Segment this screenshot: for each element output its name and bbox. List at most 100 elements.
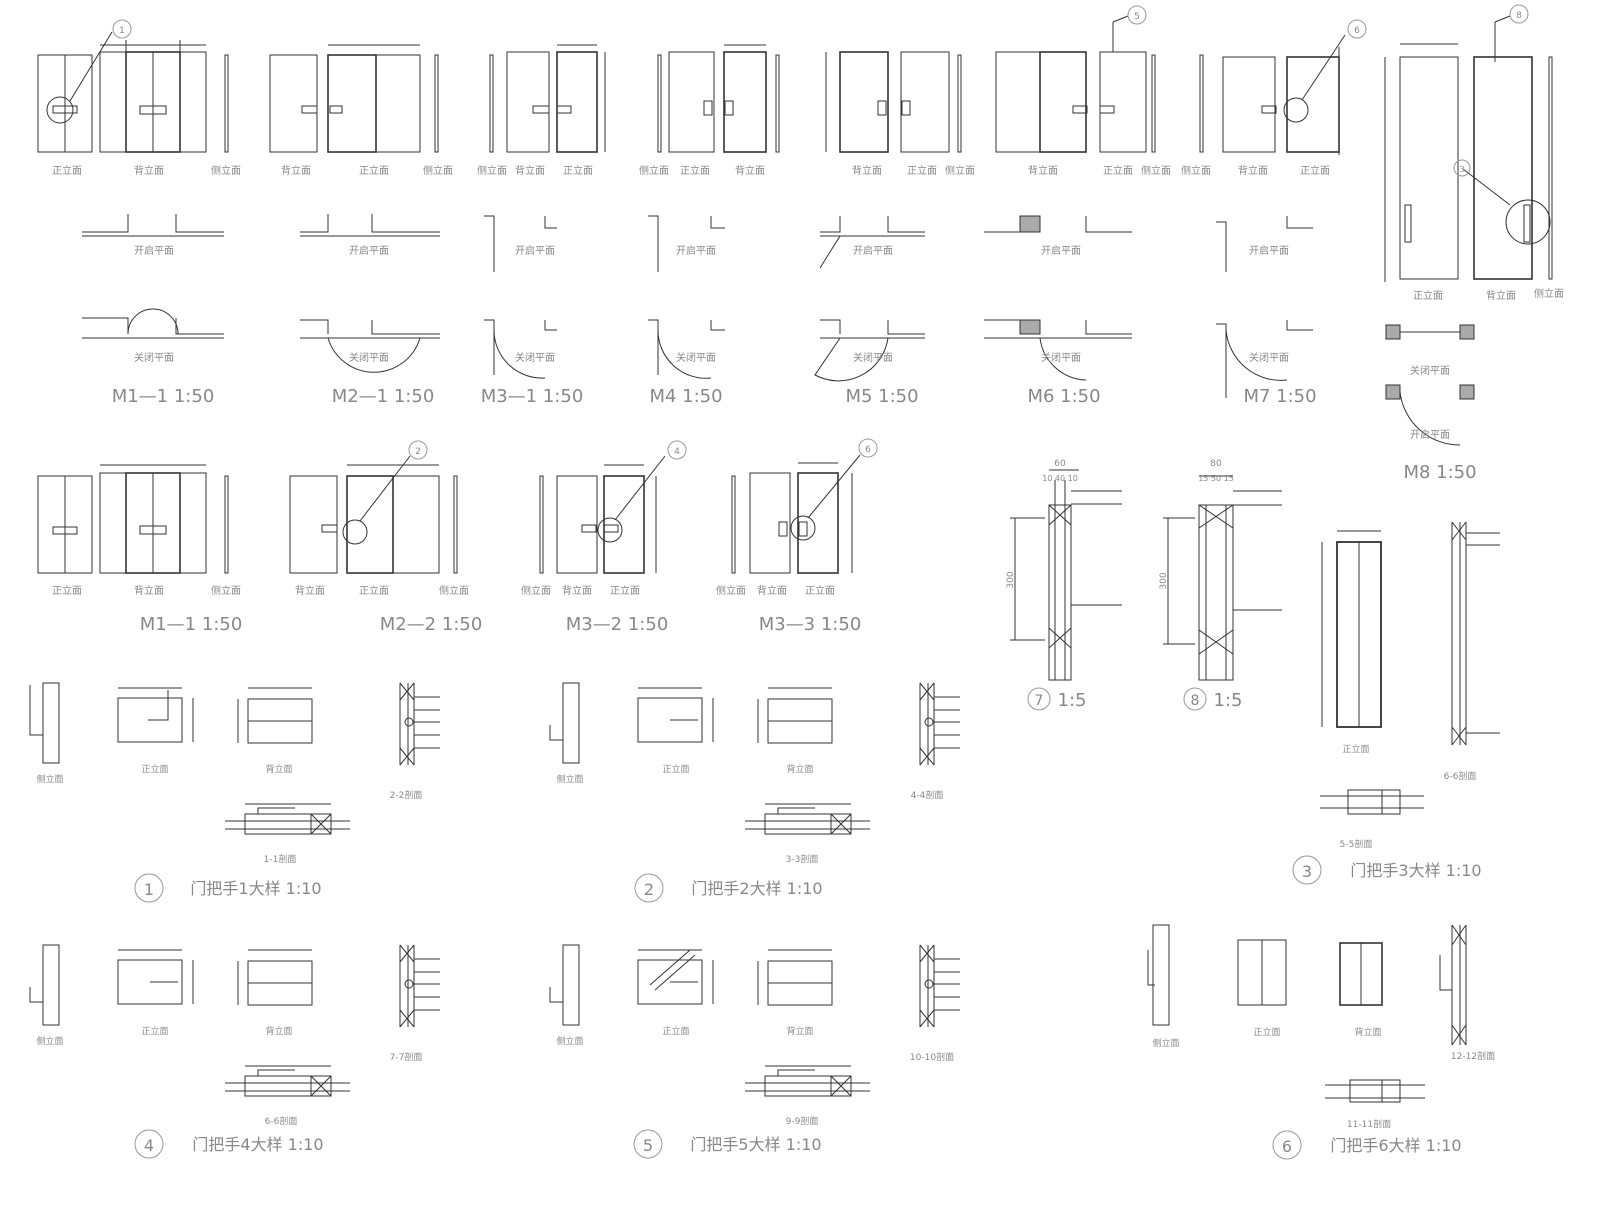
view-label-back: 背立面 — [562, 584, 592, 597]
detail-scale-8: 1:5 — [1214, 690, 1243, 711]
handle-view-side: 侧立面 — [1152, 1037, 1179, 1049]
view-label-side: 侧立面 — [439, 584, 469, 597]
view-label-back: 背立面 — [515, 164, 545, 177]
section-label-s4: 4-4剖面 — [911, 789, 944, 801]
detail-7 — [1010, 469, 1122, 681]
row2-doors — [37, 454, 861, 574]
door-title-m3-2: M3—2 1:50 — [566, 614, 669, 635]
open-plans — [82, 214, 1313, 272]
view-label-back: 背立面 — [134, 584, 164, 597]
view-label-back: 背立面 — [281, 164, 311, 177]
section-label-s2: 2-2剖面 — [390, 789, 423, 801]
view-label-side: 侧立面 — [477, 164, 507, 177]
marker-number-m1: 1 — [119, 26, 125, 36]
handle-title-h3: 门把手3大样 1:10 — [1350, 861, 1481, 880]
handle-title-h4: 门把手4大样 1:10 — [192, 1135, 323, 1154]
marker-number-m3: 3 — [1459, 165, 1464, 174]
handle-title-h1: 门把手1大样 1:10 — [190, 879, 321, 898]
handle-view-front: 正立面 — [1253, 1026, 1280, 1038]
detail-scale-7: 1:5 — [1058, 690, 1087, 711]
door-m8-group — [1384, 15, 1553, 282]
section-label-s12: 12-12剖面 — [1451, 1050, 1495, 1062]
closed-plan-label: 关闭平面 — [349, 351, 389, 364]
view-label-back: 背立面 — [295, 584, 325, 597]
closed-plan-label: 关闭平面 — [515, 351, 555, 364]
handle-view-back: 背立面 — [786, 763, 813, 775]
closed-plan-label: 关闭平面 — [1249, 351, 1289, 364]
open-plan-label: 开启平面 — [134, 244, 174, 257]
view-label-front: 正立面 — [1300, 164, 1330, 177]
section-label-s10: 10-10剖面 — [910, 1051, 954, 1063]
section-label-s11: 11-11剖面 — [1347, 1118, 1391, 1130]
door-title-m4: M4 1:50 — [649, 386, 722, 407]
door-title-m2-2: M2—2 1:50 — [380, 614, 483, 635]
handle-view-back: 背立面 — [265, 763, 292, 775]
marker-number-m3: 3 — [1302, 862, 1312, 881]
closed-plan-label: 关闭平面 — [676, 351, 716, 364]
open-plan-label: 开启平面 — [1041, 244, 1081, 257]
view-label-side: 侧立面 — [211, 584, 241, 597]
view-label-front: 正立面 — [1103, 164, 1133, 177]
handle-view-front: 正立面 — [662, 1025, 689, 1037]
view-label-back: 背立面 — [1028, 164, 1058, 177]
section-label-s9: 9-9剖面 — [786, 1115, 819, 1127]
title-markers — [134, 687, 1322, 1160]
section-label-s6: 6-6剖面 — [1444, 770, 1477, 782]
marker-number-m2: 2 — [415, 447, 421, 457]
dim-d8-height: 300 — [1159, 572, 1169, 589]
leader-bubbles — [112, 4, 1529, 460]
handle-view-front: 正立面 — [141, 763, 168, 775]
dim-d7-width: 60 — [1054, 459, 1066, 469]
marker-number-m5: 5 — [643, 1136, 653, 1155]
open-plan-label: 开启平面 — [349, 244, 389, 257]
door-title-m1-1_b: M1—1 1:50 — [140, 614, 243, 635]
view-label-back: 背立面 — [1238, 164, 1268, 177]
view-label-side: 侧立面 — [521, 584, 551, 597]
marker-number-m6: 6 — [1354, 26, 1360, 36]
closed-plan-label: 关闭平面 — [853, 351, 893, 364]
view-label-side: 侧立面 — [639, 164, 669, 177]
handle-view-back: 背立面 — [786, 1025, 813, 1037]
handle-3-detail — [1320, 521, 1500, 815]
view-label-side: 侧立面 — [945, 164, 975, 177]
door-m7-group — [1199, 34, 1346, 155]
view-label-side: 侧立面 — [211, 164, 241, 177]
marker-number-m6: 6 — [865, 445, 871, 455]
handle-view-back: 背立面 — [265, 1025, 292, 1037]
view-label-front: 正立面 — [563, 164, 593, 177]
view-label-front: 正立面 — [52, 164, 82, 177]
view-label-side: 侧立面 — [1181, 164, 1211, 177]
marker-number-m7: 7 — [1035, 693, 1044, 709]
section-label-s3: 3-3剖面 — [786, 853, 819, 865]
dim-d7-split: 10 40 10 — [1042, 474, 1078, 483]
door-m6-group — [995, 15, 1156, 153]
handle-6-detail — [1147, 924, 1467, 1103]
section-label-s5: 5-5剖面 — [1340, 838, 1373, 850]
door-m1-1-group — [37, 31, 229, 153]
handle-view-side: 侧立面 — [556, 1035, 583, 1047]
handle-title-h2: 门把手2大样 1:10 — [691, 879, 822, 898]
door-m5-group — [825, 51, 962, 153]
open-plan-label: 开启平面 — [515, 244, 555, 257]
door-title-m5: M5 1:50 — [845, 386, 918, 407]
door-title-m2-1: M2—1 1:50 — [332, 386, 435, 407]
closed-plan-label: 关闭平面 — [134, 351, 174, 364]
detail-8 — [1163, 475, 1282, 681]
open-plan-label: 开启平面 — [1249, 244, 1289, 257]
view-label-front: 正立面 — [907, 164, 937, 177]
view-label-front: 正立面 — [359, 584, 389, 597]
view-label-side: 侧立面 — [1534, 287, 1564, 300]
view-label-back: 背立面 — [1486, 289, 1516, 302]
marker-number-m4: 4 — [144, 1136, 154, 1155]
marker-number-m1: 1 — [144, 880, 154, 899]
closed-plan-label: 关闭平面 — [1410, 364, 1450, 377]
door-m4-group — [657, 44, 780, 153]
handle-view-side: 侧立面 — [36, 773, 63, 785]
section-label-s6b: 6-6剖面 — [265, 1115, 298, 1127]
handle-title-h6: 门把手6大样 1:10 — [1330, 1136, 1461, 1155]
view-label-front: 正立面 — [610, 584, 640, 597]
handle-view-front: 正立面 — [1342, 743, 1369, 755]
dim-d8-split: 15 50 15 — [1198, 474, 1234, 483]
